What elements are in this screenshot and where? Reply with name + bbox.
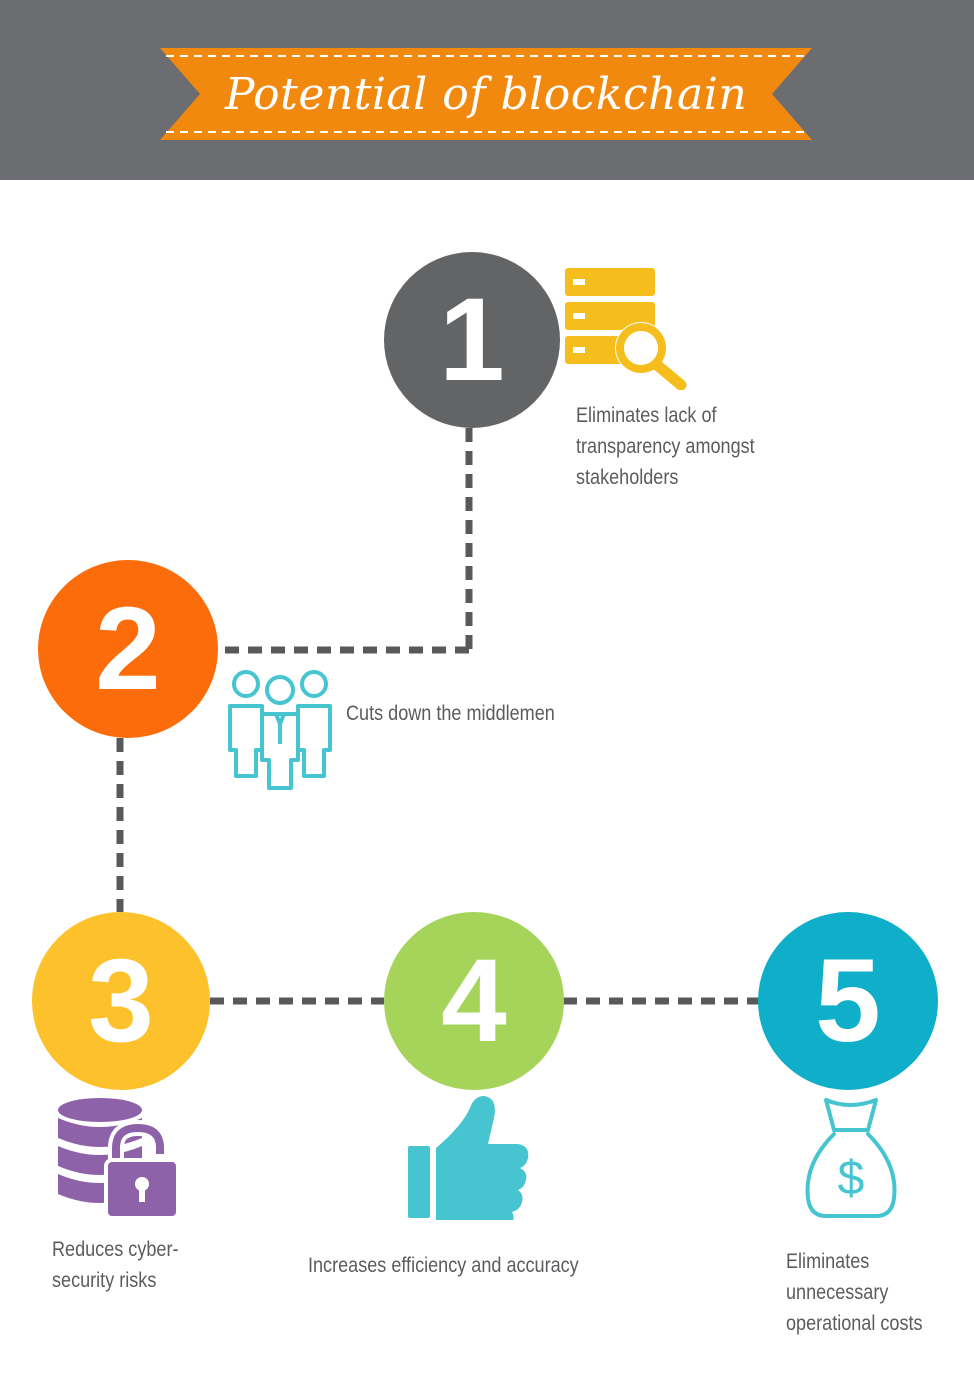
step-1-number: 1 bbox=[439, 274, 505, 406]
step-5-caption: Eliminates unnecessary operational costs bbox=[786, 1246, 958, 1339]
step-3-circle: 3 bbox=[32, 912, 210, 1090]
people-group-icon bbox=[228, 670, 332, 790]
step-5-caption-line-1: Eliminates bbox=[786, 1250, 870, 1273]
step-5-caption-line-3: operational costs bbox=[786, 1312, 923, 1335]
database-lock-icon bbox=[58, 1098, 180, 1220]
step-1-caption-line-2: transparency amongst bbox=[576, 435, 755, 458]
step-4-caption: Increases efficiency and accuracy bbox=[308, 1254, 579, 1277]
title-banner bbox=[160, 48, 812, 140]
step-3-caption: Reduces cyber- security risks bbox=[52, 1234, 224, 1296]
step-2-caption: Cuts down the middlemen bbox=[346, 702, 555, 725]
step-3-caption-line-1: Reduces cyber- bbox=[52, 1238, 179, 1261]
step-1-circle: 1 bbox=[384, 252, 560, 428]
money-bag-icon: $ bbox=[805, 1098, 897, 1218]
page-title: Potential of blockchain bbox=[224, 68, 748, 120]
step-1-caption-line-1: Eliminates lack of bbox=[576, 404, 717, 427]
step-2-circle: 2 bbox=[38, 560, 218, 738]
step-2-number: 2 bbox=[95, 583, 161, 715]
step-3-caption-line-2: security risks bbox=[52, 1269, 157, 1292]
step-5-caption-line-2: unnecessary bbox=[786, 1281, 889, 1304]
server-search-icon bbox=[565, 268, 687, 390]
step-1-caption-line-3: stakeholders bbox=[576, 466, 679, 489]
step-5-circle: 5 bbox=[758, 912, 938, 1090]
step-3-number: 3 bbox=[88, 935, 154, 1067]
step-5-number: 5 bbox=[815, 935, 881, 1067]
dollar-sign-icon: $ bbox=[838, 1152, 865, 1205]
step-1-caption: Eliminates lack of transparency amongst … bbox=[576, 400, 800, 493]
step-4-circle: 4 bbox=[384, 912, 564, 1090]
thumbs-up-icon bbox=[408, 1096, 529, 1220]
step-4-number: 4 bbox=[441, 935, 507, 1067]
